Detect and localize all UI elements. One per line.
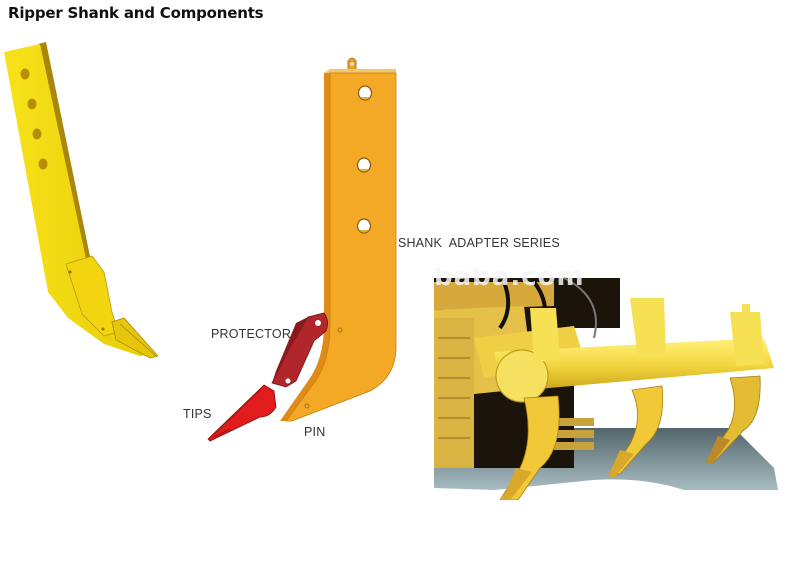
bulldozer-ripper-photo: baba.com (434, 268, 780, 500)
page-title: Ripper Shank and Components (8, 4, 264, 22)
shank-adapter-illustration (207, 57, 397, 442)
watermark-text: baba.com (434, 268, 585, 292)
tips-label: TIPS (183, 407, 212, 421)
shank-adapter-label: SHANK ADAPTER SERIES (398, 236, 560, 250)
protector-label: PROTECTOR (211, 327, 292, 341)
yellow-ripper-shank-illustration (4, 42, 159, 359)
pin-label: PIN (304, 425, 326, 439)
